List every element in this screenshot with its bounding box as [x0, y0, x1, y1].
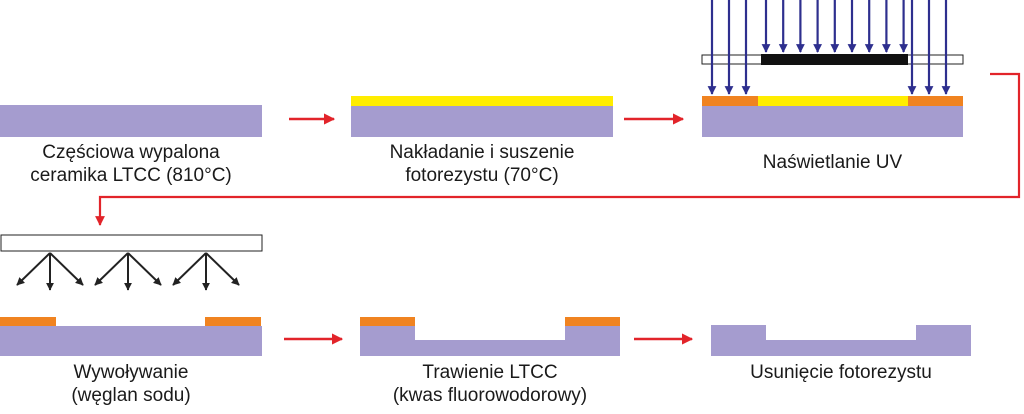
step-1-label-line-2: ceramika LTCC (810°C)	[30, 165, 232, 186]
resist-remaining-right	[205, 317, 261, 326]
etched-ltcc-substrate	[360, 326, 620, 356]
resist-remaining-left	[0, 317, 56, 326]
ltcc-substrate	[702, 106, 963, 137]
spray-arrow	[49, 252, 84, 286]
step-2-label: Nakładanie i suszenie fotorezystu (70°C)	[351, 141, 613, 187]
spray-arrow	[94, 252, 129, 286]
step-6-illustration	[711, 325, 971, 356]
photomask-opaque-bar	[761, 54, 908, 65]
step-3-label: Naświetlanie UV	[702, 151, 963, 174]
step-5-label: Trawienie LTCC (kwas fluorowodorowy)	[350, 361, 630, 407]
exposed-resist-left	[702, 96, 758, 106]
flow-arrow-3	[95, 72, 1021, 226]
step-5-label-line-2: (kwas fluorowodorowy)	[392, 385, 588, 406]
spray-arrow	[205, 252, 240, 286]
ltcc-substrate	[351, 106, 613, 137]
developer-plate	[0, 234, 263, 252]
step-4-label: Wywoływanie (węglan sodu)	[0, 361, 262, 407]
unexposed-resist	[758, 96, 908, 106]
final-ltcc-substrate	[711, 325, 971, 356]
photoresist-layer	[351, 96, 613, 106]
ltcc-substrate	[0, 105, 262, 137]
step-1-label: Częściowa wypalona ceramika LTCC (810°C)	[0, 141, 262, 187]
spray-arrow	[172, 252, 207, 286]
step-6-label: Usunięcie fotorezystu	[711, 361, 971, 384]
step-2-label-line-2: fotorezystu (70°C)	[405, 165, 559, 186]
step-5-label-line-1: Trawienie LTCC	[422, 362, 558, 383]
step-3-illustration	[701, 0, 964, 137]
step-4-label-line-1: Wywoływanie	[73, 362, 189, 383]
exposed-resist-right	[908, 96, 963, 106]
resist-remaining-right	[565, 317, 620, 326]
step-2-illustration	[351, 96, 613, 137]
step-1-illustration	[0, 105, 262, 137]
step-4-label-line-2: (węglan sodu)	[71, 385, 191, 406]
step-1-label-line-1: Częściowa wypalona	[42, 142, 220, 163]
step-6-label-line-1: Usunięcie fotorezystu	[750, 362, 932, 383]
developer-spray	[16, 252, 240, 291]
step-3-label-line-1: Naświetlanie UV	[762, 152, 903, 173]
spray-arrow	[127, 252, 162, 286]
spray-arrow	[16, 252, 51, 286]
uv-light-rays	[707, 0, 951, 95]
step-2-label-line-1: Nakładanie i suszenie	[389, 142, 575, 163]
resist-remaining-left	[360, 317, 415, 326]
ltcc-substrate	[0, 326, 262, 356]
step-5-illustration	[360, 317, 620, 356]
step-4-illustration	[0, 234, 263, 356]
